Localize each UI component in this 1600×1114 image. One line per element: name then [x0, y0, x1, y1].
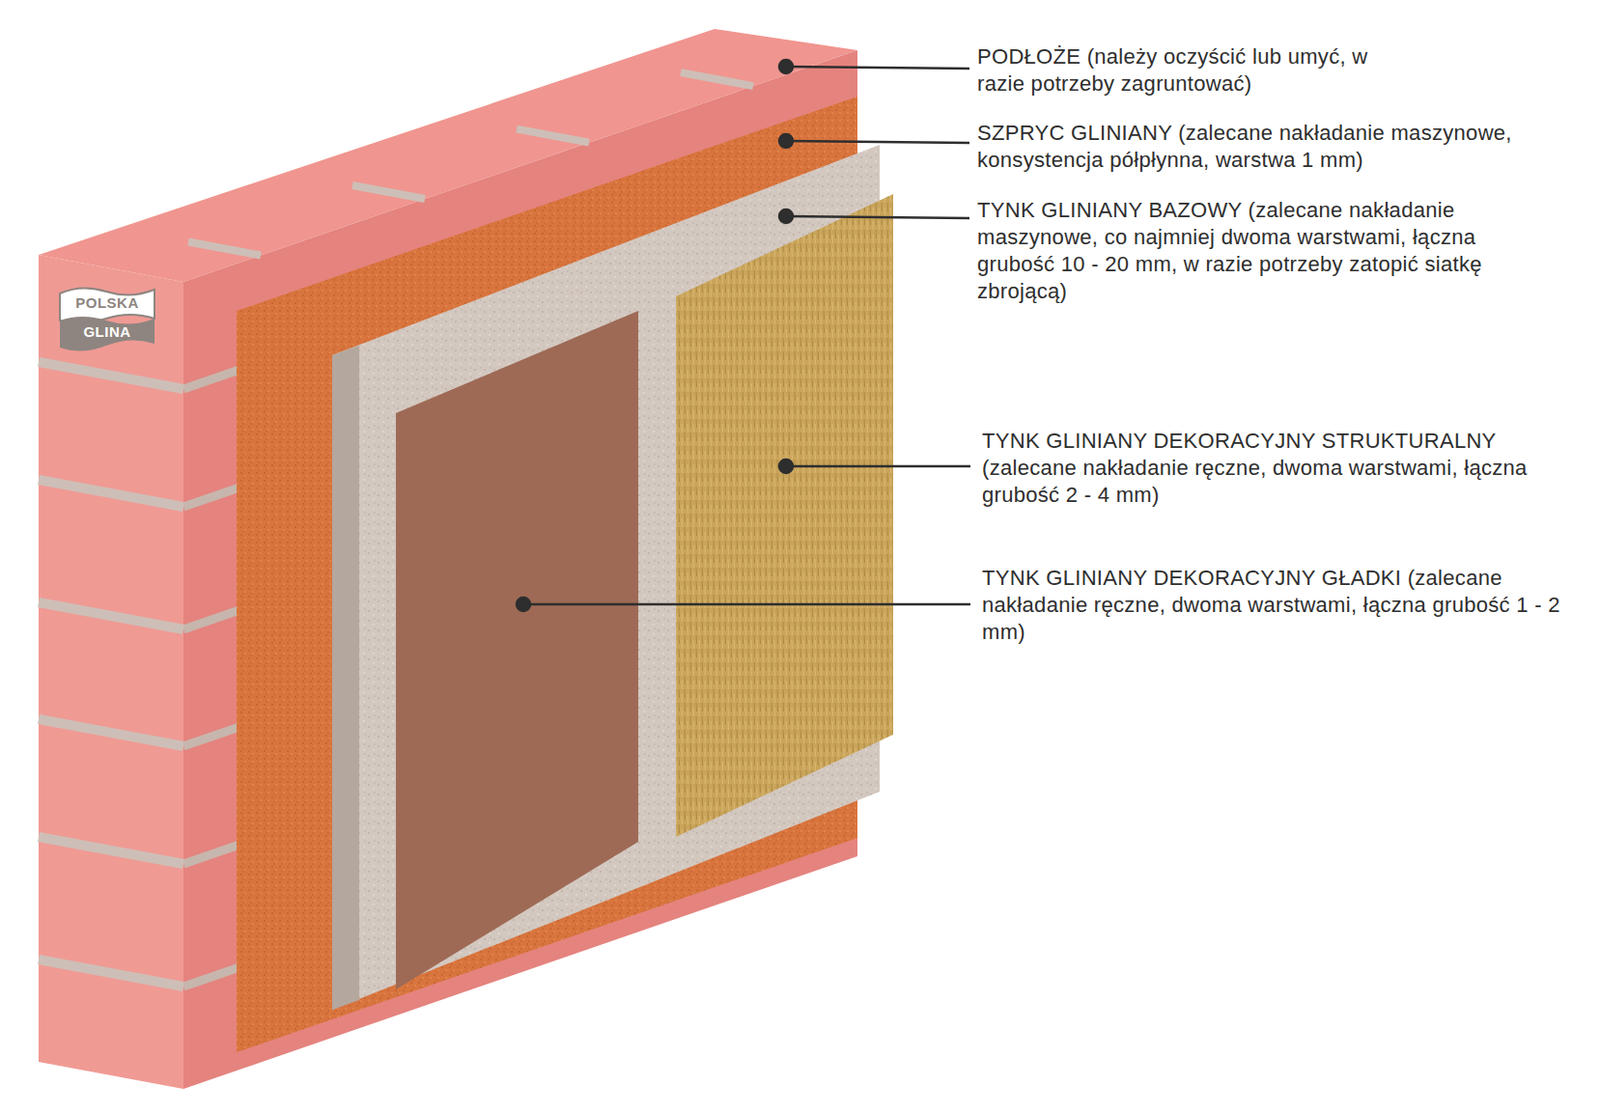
smooth-plaster-layer	[395, 310, 639, 990]
mortar-joint	[516, 129, 590, 143]
structural-plaster-layer	[675, 194, 894, 838]
base-plaster-label: TYNK GLINIANY BAZOWY (zalecane nakładani…	[977, 196, 1557, 306]
substrate-label: PODŁOŻE (należy oczyścić lub umyć, w raz…	[977, 43, 1393, 98]
mortar-joint	[38, 959, 184, 987]
mortar-joint	[188, 241, 261, 255]
mortar-joint	[38, 719, 184, 747]
logo-band	[59, 316, 155, 352]
base-plaster-edge	[332, 345, 360, 1011]
leader-lines	[516, 59, 971, 612]
structural-plaster-label: TYNK GLINIANY DEKORACYJNY STRUKTURALNY (…	[982, 427, 1572, 509]
mortar-joint	[38, 602, 184, 630]
logo-text: POLSKA	[59, 294, 155, 311]
logo-text: GLINA	[59, 323, 155, 340]
brick-end	[38, 254, 184, 1090]
spray-coat-label: SZPRYC GLINIANY (zalecane nakładanie mas…	[977, 119, 1581, 174]
smooth-plaster-label: TYNK GLINIANY DEKORACYJNY GŁADKI (zaleca…	[982, 564, 1572, 646]
mortar-joint	[38, 837, 184, 865]
mortar-joint	[38, 362, 184, 390]
mortar-joint	[680, 72, 754, 86]
mortar-joint	[352, 185, 425, 199]
mortar-joint	[38, 479, 184, 507]
